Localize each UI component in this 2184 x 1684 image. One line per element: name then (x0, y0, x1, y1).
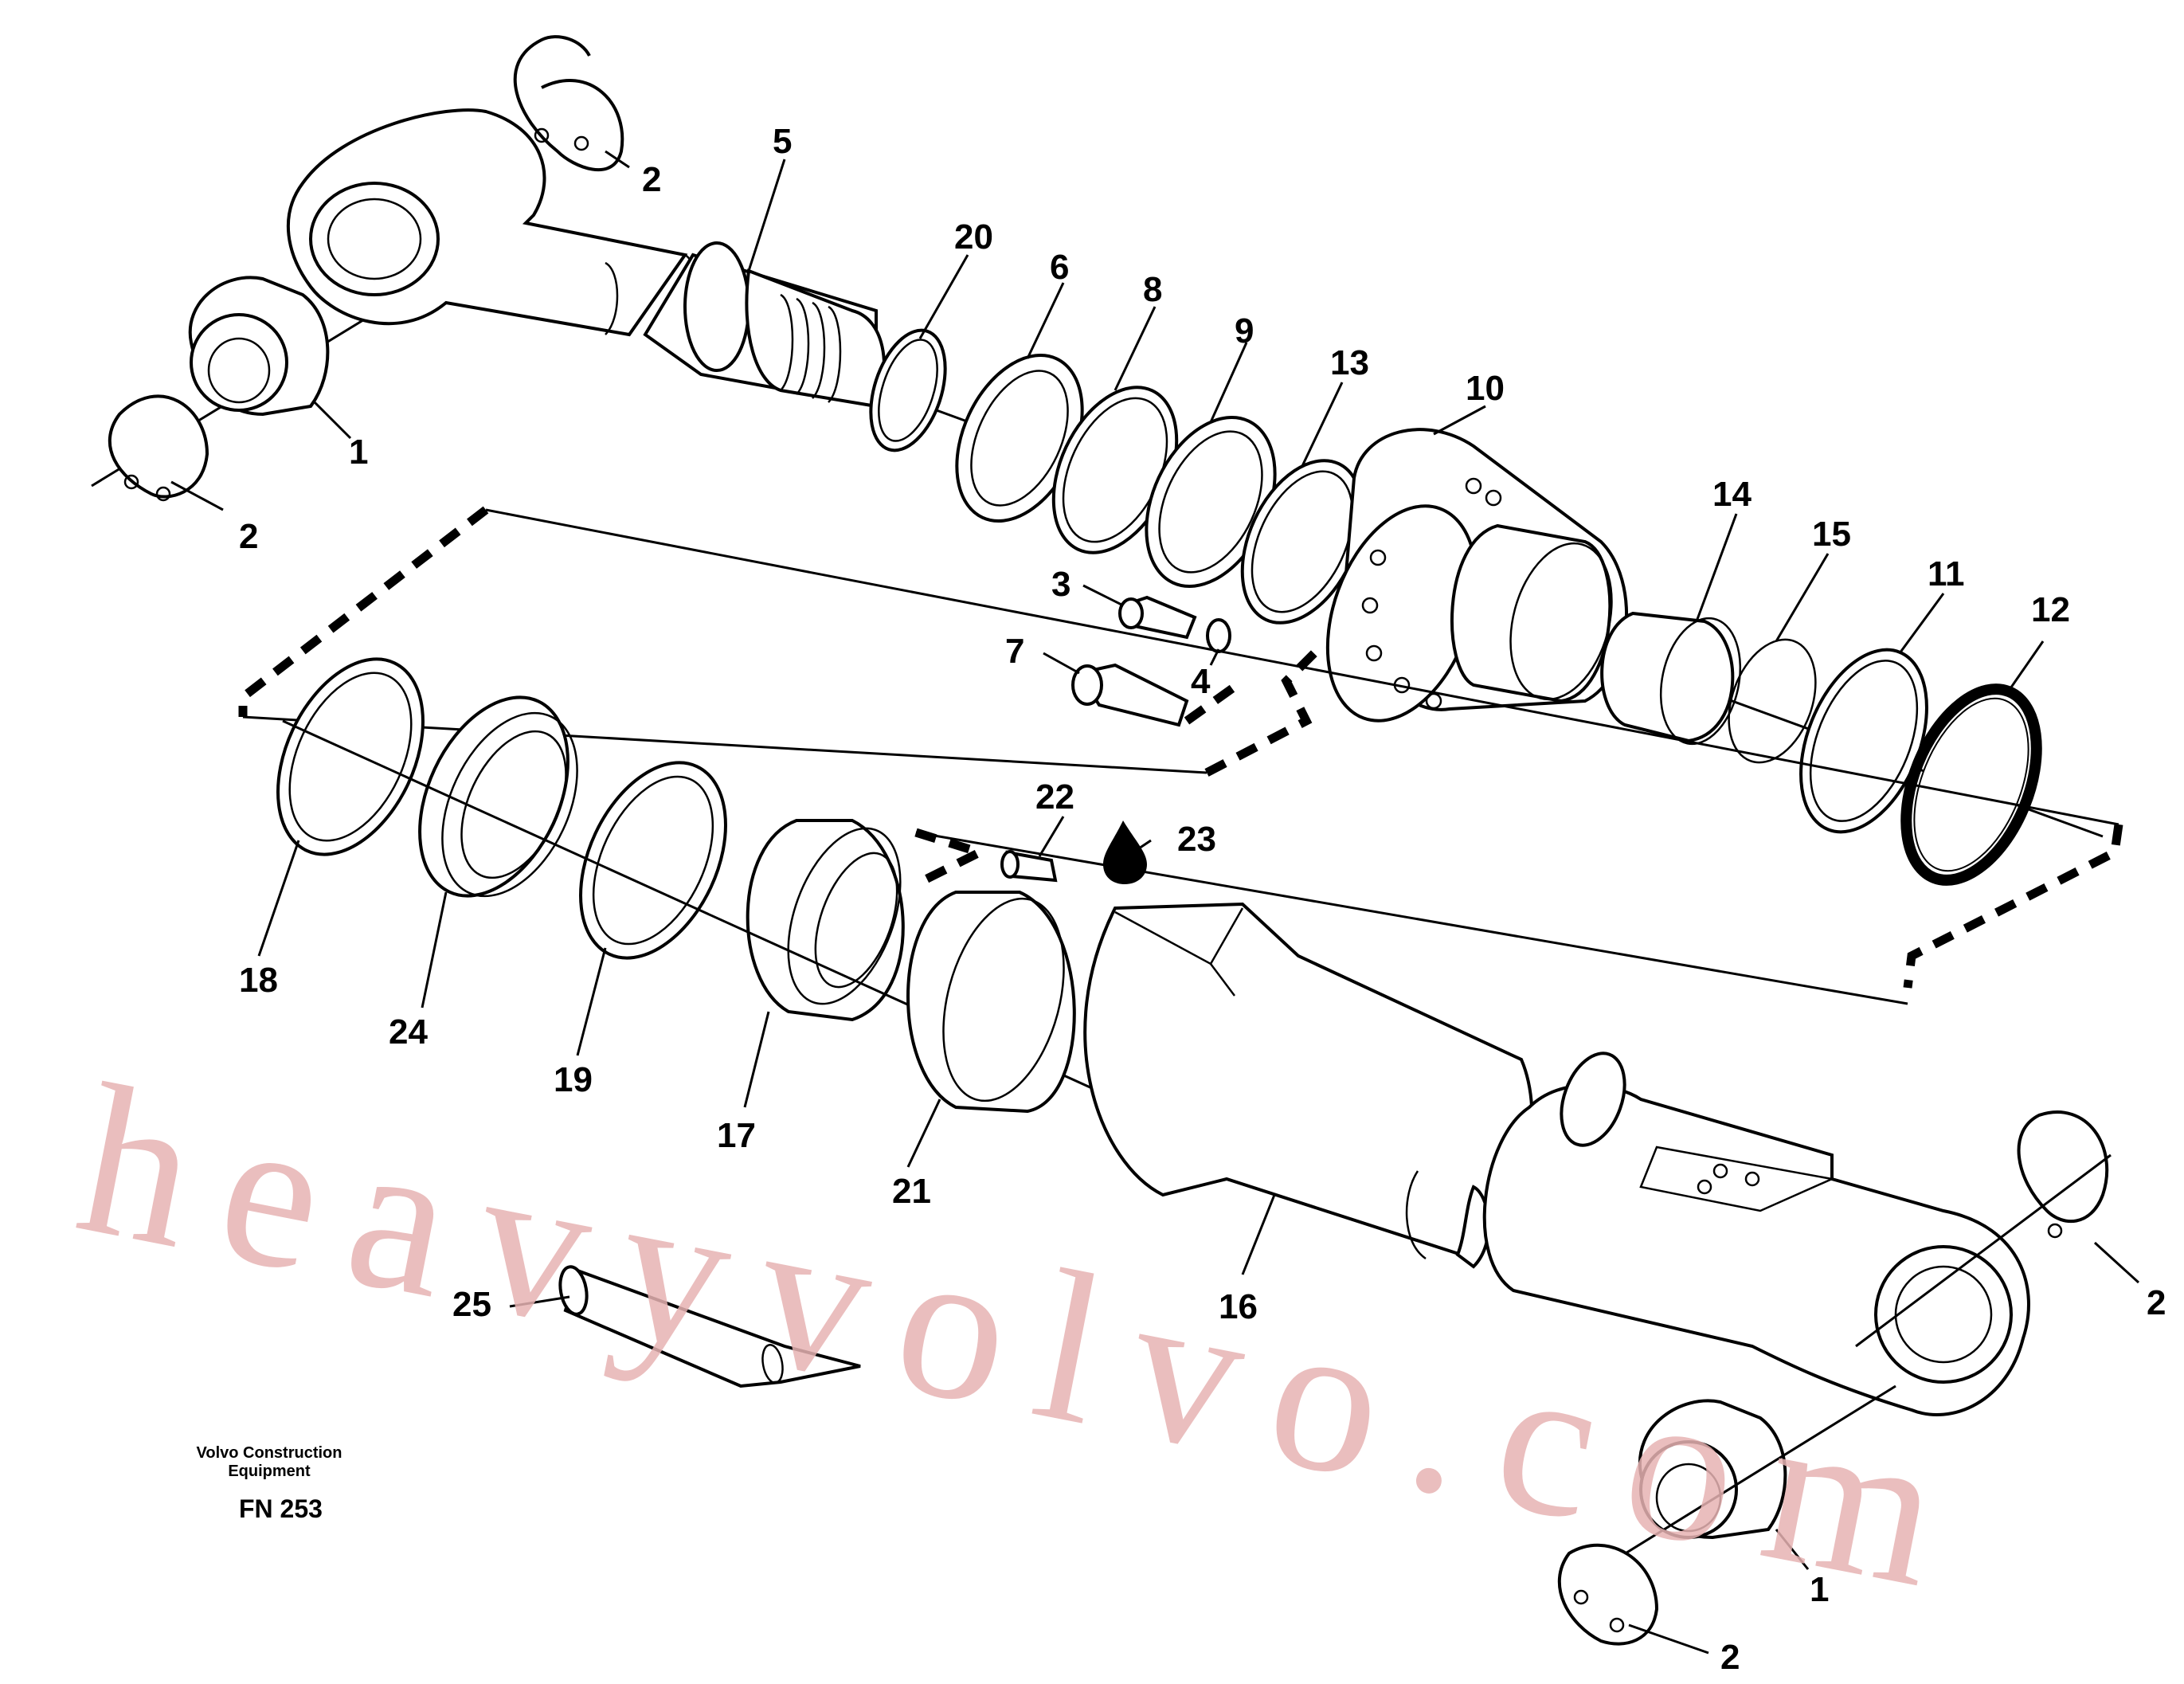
callout-3: 3 (1051, 565, 1070, 604)
company-name-line2: Equipment (228, 1463, 311, 1480)
callout-10: 10 (1466, 369, 1505, 408)
callout-19: 19 (554, 1060, 593, 1099)
callout-25: 25 (452, 1285, 491, 1324)
callout-1-lower: 1 (1810, 1570, 1829, 1609)
callout-13: 13 (1330, 343, 1369, 382)
callout-20: 20 (954, 217, 993, 257)
title-block: Volvo Construction Equipment FN 253 (197, 1444, 342, 1523)
retaining-ring-upper-right (513, 35, 624, 172)
callout-21: 21 (892, 1172, 931, 1211)
o-ring-20 (869, 328, 947, 452)
piston-17 (746, 819, 905, 1022)
retaining-ring-lower-right (2017, 1110, 2109, 1239)
retaining-ring-lower-left (1557, 1543, 1659, 1646)
figure-code: FN 253 (239, 1494, 323, 1523)
callout-15: 15 (1812, 515, 1851, 554)
lower-right-axis (1855, 1153, 2112, 1348)
piston-rod (643, 241, 886, 409)
company-name-line1: Volvo Construction (197, 1444, 342, 1462)
callout-12: 12 (2031, 590, 2070, 629)
rod-eye (286, 108, 699, 337)
callout-5: 5 (773, 122, 792, 161)
bolt-3 (1118, 595, 1197, 640)
callout-24: 24 (389, 1012, 428, 1052)
callout-9: 9 (1235, 311, 1254, 351)
retaining-ring-upper-left (108, 394, 209, 502)
callout-2-lower-left: 2 (1720, 1638, 1740, 1677)
cylinder-tube-16 (1083, 902, 1534, 1269)
callout-11: 11 (1928, 554, 1965, 593)
piston-seal-24 (418, 695, 578, 898)
callout-6: 6 (1050, 248, 1069, 287)
callout-7: 7 (1005, 632, 1024, 671)
grease-nipple-22 (1000, 850, 1058, 883)
callout-16: 16 (1219, 1287, 1258, 1326)
callout-1-top: 1 (349, 433, 368, 472)
callout-18: 18 (239, 961, 278, 1000)
callout-2-top-left: 2 (239, 517, 258, 556)
bushing-21 (906, 891, 1076, 1114)
callout-17: 17 (717, 1116, 756, 1155)
callout-23: 23 (1177, 820, 1216, 859)
callout-4: 4 (1191, 662, 1211, 701)
subassembly-frame (238, 506, 2123, 1005)
bolt-7 (1071, 663, 1189, 727)
seal-18 (276, 657, 425, 856)
seal-19 (579, 761, 727, 960)
callout-14: 14 (1712, 475, 1752, 514)
tool-25 (558, 1265, 861, 1388)
washer-4 (1206, 618, 1231, 653)
callout-22: 22 (1035, 777, 1074, 817)
callout-2-lower-right: 2 (2147, 1283, 2166, 1322)
oil-drop-23-icon (1103, 820, 1147, 884)
callout-labels: 2 1 2 5 20 6 8 9 13 10 3 4 7 14 15 11 12… (239, 122, 2166, 1677)
callout-2-top-right: 2 (642, 160, 661, 199)
spherical-bearing-lower (1638, 1399, 1787, 1540)
leader-lines (170, 150, 2140, 1655)
ring-15 (1728, 638, 1817, 764)
spherical-bearing-upper (188, 276, 330, 417)
cylinder-bottom-end (1482, 1052, 2030, 1416)
callout-8: 8 (1143, 270, 1162, 309)
